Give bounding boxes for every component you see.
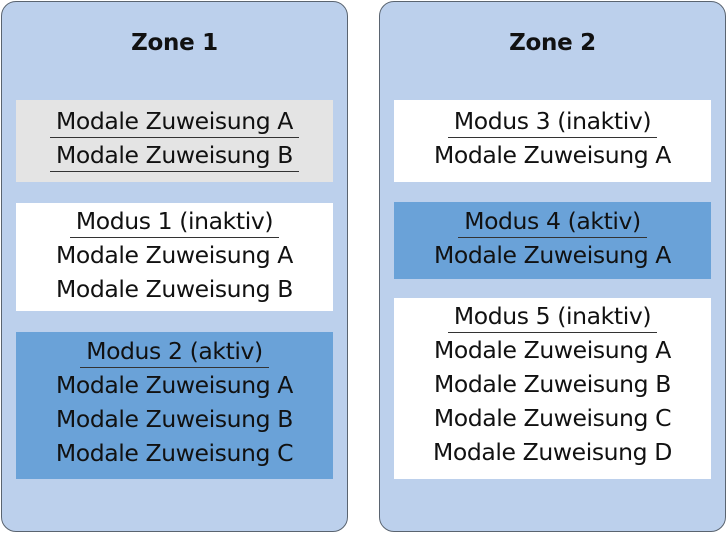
list-item: Modale Zuweisung C [55, 439, 294, 467]
list-item: Modale Zuweisung A [50, 106, 299, 138]
mode-heading: Modus 4 (aktiv) [458, 206, 647, 238]
zone-1-panel: Zone 1 Modale Zuweisung A Modale Zuweisu… [1, 1, 348, 532]
zone-1-title: Zone 1 [131, 30, 218, 56]
list-item: Modale Zuweisung A [56, 241, 293, 269]
list-item: Modale Zuweisung A [434, 141, 671, 169]
mode-heading: Modus 5 (inaktiv) [447, 301, 658, 333]
mode-box-modus-4: Modus 4 (aktiv) Modale Zuweisung A [394, 202, 711, 279]
mode-heading: Modus 3 (inaktiv) [447, 106, 658, 138]
list-item: Modale Zuweisung B [434, 370, 671, 398]
list-item: Modale Zuweisung B [56, 275, 293, 303]
list-item: Modale Zuweisung A [434, 241, 671, 269]
list-item: Modale Zuweisung A [56, 371, 293, 399]
mode-heading: Modus 2 (aktiv) [80, 336, 269, 368]
mode-box-modus-3: Modus 3 (inaktiv) Modale Zuweisung A [394, 100, 711, 182]
list-item: Modale Zuweisung B [56, 405, 293, 433]
list-item: Modale Zuweisung A [434, 336, 671, 364]
mode-box-modus-5: Modus 5 (inaktiv) Modale Zuweisung A Mod… [394, 298, 711, 479]
list-item: Modale Zuweisung D [433, 438, 672, 466]
mode-heading: Modus 1 (inaktiv) [69, 206, 280, 238]
unassigned-box: Modale Zuweisung A Modale Zuweisung B [16, 100, 333, 182]
mode-box-modus-2: Modus 2 (aktiv) Modale Zuweisung A Modal… [16, 332, 333, 479]
list-item: Modale Zuweisung B [50, 140, 299, 172]
list-item: Modale Zuweisung C [433, 404, 672, 432]
zone-2-title: Zone 2 [509, 30, 596, 56]
zone-2-panel: Zone 2 Modus 3 (inaktiv) Modale Zuweisun… [379, 1, 726, 532]
mode-box-modus-1: Modus 1 (inaktiv) Modale Zuweisung A Mod… [16, 203, 333, 311]
